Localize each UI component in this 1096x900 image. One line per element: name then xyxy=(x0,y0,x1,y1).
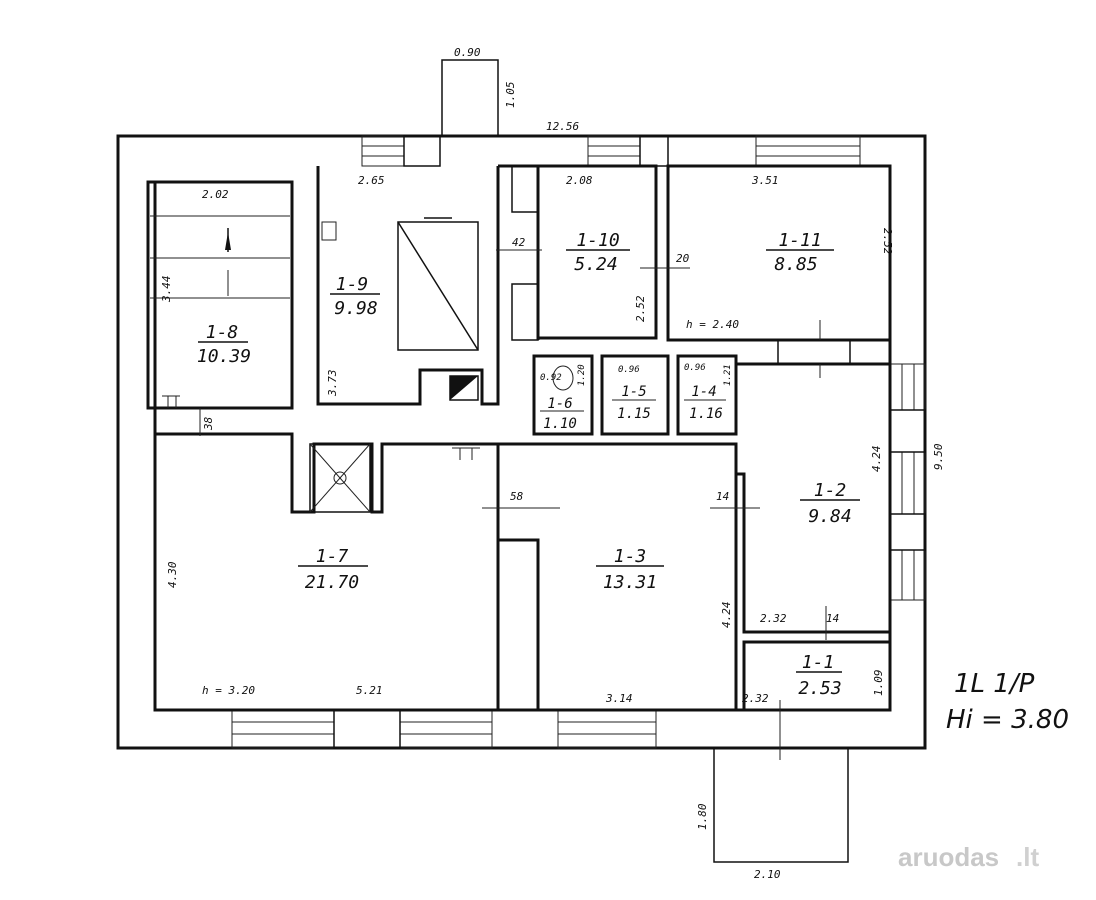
dim-r3-width: 3.14 xyxy=(605,692,633,705)
dim-r10-depth: 2.52 xyxy=(634,295,647,322)
dim-r7-width: 5.21 xyxy=(356,684,383,697)
room-area-1-2: 9.84 xyxy=(808,506,851,527)
dim-r6-b: 1.20 xyxy=(577,364,587,386)
porch-bottom xyxy=(713,748,849,863)
dim-r10-width: 2.08 xyxy=(566,174,593,187)
room-area-1-7: 21.70 xyxy=(305,572,359,593)
room-label-1-8: 1-8 xyxy=(206,322,239,343)
dim-porch-bottom-width: 2.10 xyxy=(754,868,781,881)
dim-door-14b: 14 xyxy=(826,612,839,625)
dim-r6-a: 0.92 xyxy=(540,373,562,383)
dim-door-58: 58 xyxy=(510,490,524,503)
room-label-1-10: 1-10 xyxy=(576,230,619,251)
room-label-1-4: 1-4 xyxy=(691,384,716,400)
windows xyxy=(231,135,926,749)
dim-door-20: 20 xyxy=(676,252,690,265)
dim-door-14a: 14 xyxy=(716,490,729,503)
dim-h-2-40: h = 2.40 xyxy=(686,318,739,331)
dim-overall-width: 12.56 xyxy=(546,120,579,133)
room-label-1-2: 1-2 xyxy=(814,480,847,501)
interior-walls xyxy=(146,164,892,760)
floor-note: 1L 1/P xyxy=(954,669,1035,699)
room-area-1-4: 1.16 xyxy=(689,406,723,422)
dim-r8-depth: 3.44 xyxy=(160,276,173,304)
dim-r9-depth: 3.73 xyxy=(326,370,339,398)
room-area-1-11: 8.85 xyxy=(774,254,817,275)
watermark-name: aruodas xyxy=(898,842,999,872)
room-area-1-10: 5.24 xyxy=(574,254,617,275)
dim-r5-width: 0.96 xyxy=(618,365,640,375)
room-label-1-5: 1-5 xyxy=(621,384,646,400)
dim-overall-depth: 9.50 xyxy=(932,443,945,470)
dim-r4-width: 0.96 xyxy=(684,363,706,373)
dim-r4-depth: 1.21 xyxy=(723,364,733,386)
room-labels: 1-8 10.39 1-9 9.98 1-10 5.24 1-11 8.85 1… xyxy=(197,230,860,699)
dimension-labels: 0.90 1.05 12.56 9.50 2.65 2.08 3.51 2.52… xyxy=(160,46,945,881)
dim-porch-top-width: 0.90 xyxy=(454,46,481,59)
watermark-tld: .lt xyxy=(1016,842,1039,872)
dim-r11-width: 3.51 xyxy=(751,174,779,187)
room-area-1-1: 2.53 xyxy=(798,678,841,699)
dim-r8-width: 2.02 xyxy=(202,188,229,201)
room-area-1-6: 1.10 xyxy=(543,416,577,432)
height-note: Hi = 3.80 xyxy=(946,705,1069,735)
room-area-1-5: 1.15 xyxy=(617,406,651,422)
room-area-1-3: 13.31 xyxy=(603,572,657,593)
notes: 1L 1/P Hi = 3.80 xyxy=(946,669,1069,735)
dim-door-42: 42 xyxy=(512,236,526,249)
dim-door-38: 38 xyxy=(202,416,215,431)
room-label-1-3: 1-3 xyxy=(614,546,647,567)
dim-r11-depth: 2.52 xyxy=(881,228,894,255)
room-label-1-9: 1-9 xyxy=(336,274,369,295)
room-area-1-8: 10.39 xyxy=(197,346,251,367)
dim-r1-width: 2.32 xyxy=(742,692,769,705)
porch-top xyxy=(441,59,499,136)
room-area-1-9: 9.98 xyxy=(334,298,377,319)
room-label-1-1: 1-1 xyxy=(802,652,835,673)
watermark: aruodas .lt xyxy=(898,842,1039,872)
room-label-1-11: 1-11 xyxy=(778,230,821,251)
dim-h-3-20: h = 3.20 xyxy=(202,684,255,697)
dim-porch-bottom-depth: 1.80 xyxy=(696,803,709,830)
room-label-1-6: 1-6 xyxy=(547,396,572,412)
dim-r3-depth: 4.24 xyxy=(720,602,733,629)
dim-r9-width: 2.65 xyxy=(358,174,385,187)
room-label-1-7: 1-7 xyxy=(316,546,349,567)
dim-r2-depth: 4.24 xyxy=(870,446,883,473)
dim-porch-top-depth: 1.05 xyxy=(504,82,517,109)
dim-r7-depth: 4.30 xyxy=(166,561,179,588)
dim-r1-depth: 1.09 xyxy=(872,670,885,697)
dim-r2-width: 2.32 xyxy=(760,612,787,625)
